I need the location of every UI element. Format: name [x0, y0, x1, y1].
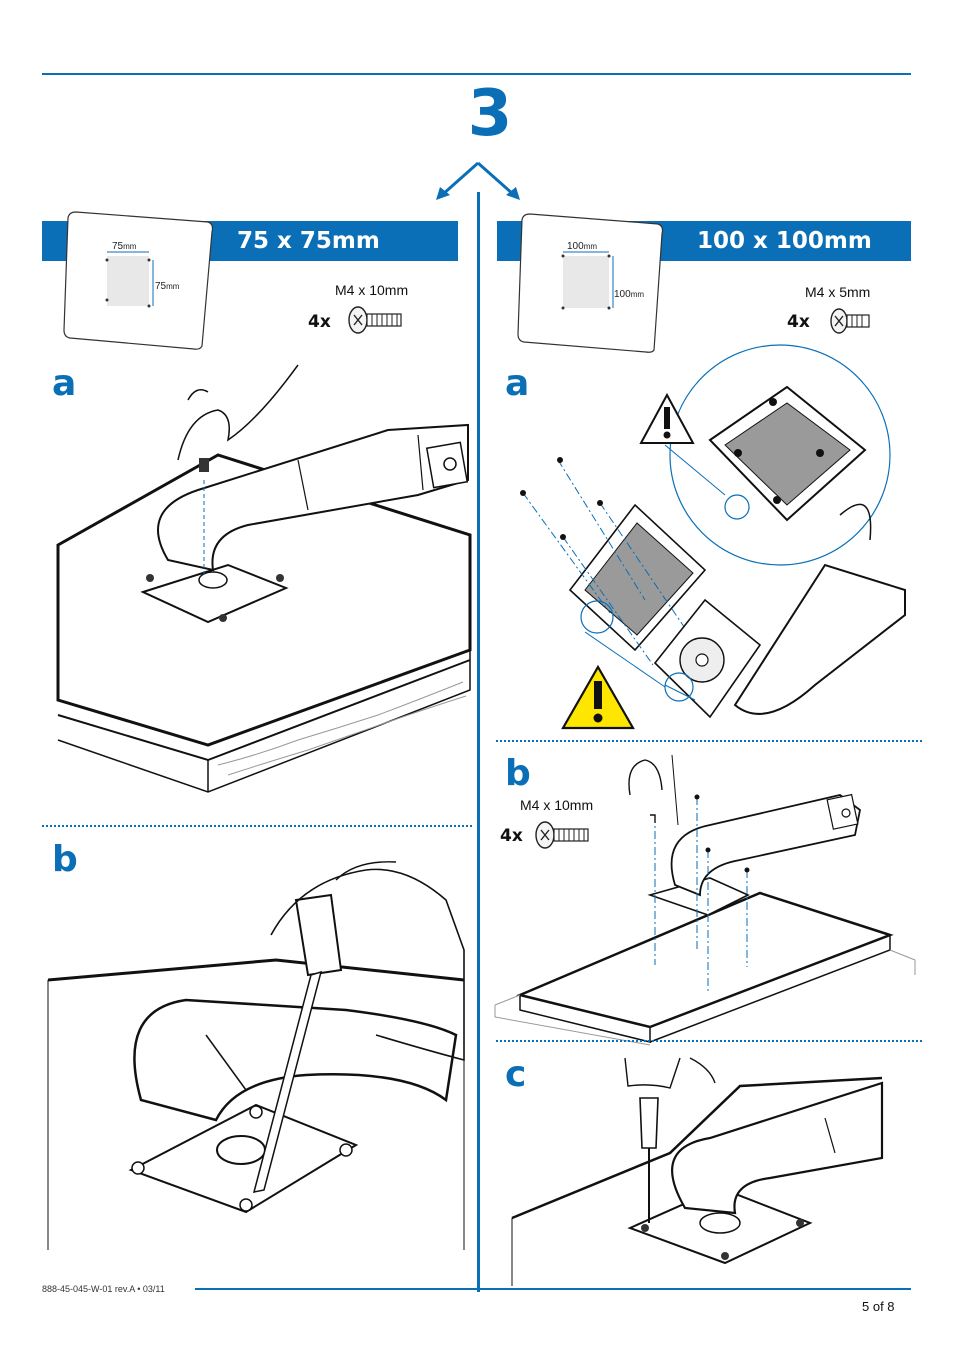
- right-section-separator-2: [496, 1040, 922, 1042]
- page-number: 5 of 8: [862, 1299, 895, 1314]
- illustration-right-a: [520, 344, 906, 730]
- illustration-right-c: [511, 1057, 884, 1286]
- dim-width-75: 75mm: [112, 241, 137, 252]
- center-divider: [477, 192, 480, 1292]
- screw-icon: [535, 821, 589, 849]
- right-b-screw-qty: 4x: [500, 826, 523, 846]
- split-arrow-icon: [436, 161, 520, 200]
- footer-doc-code: 888-45-045-W-01 rev.A • 03/11: [42, 1284, 165, 1294]
- screw-icon: [830, 308, 870, 334]
- monitor-back-75: [63, 211, 214, 350]
- illustration-right-b: [494, 754, 916, 1046]
- left-section-b: b: [52, 839, 78, 880]
- dim-height-75: 75mm: [155, 281, 180, 292]
- monitor-back-100: [517, 213, 664, 353]
- right-screw-qty: 4x: [787, 312, 810, 332]
- right-section-separator-1: [496, 740, 922, 742]
- right-section-c: c: [505, 1054, 527, 1095]
- left-screw-spec: M4 x 10mm: [335, 282, 409, 298]
- dim-height-100: 100mm: [614, 289, 645, 300]
- right-b-screw-spec: M4 x 10mm: [520, 797, 594, 813]
- right-title: 100 x 100mm: [697, 228, 872, 254]
- right-section-a: a: [505, 363, 530, 404]
- footer-rule: [195, 1288, 911, 1290]
- warning-icon: [639, 392, 695, 444]
- left-section-separator: [42, 825, 472, 827]
- step-number: 3: [467, 77, 513, 151]
- left-section-a: a: [52, 363, 77, 404]
- warning-icon: [561, 664, 635, 730]
- header-rule: [42, 73, 911, 75]
- illustration-left-a: [56, 364, 472, 793]
- left-screw-qty: 4x: [308, 312, 331, 332]
- right-screw-spec: M4 x 5mm: [805, 284, 871, 300]
- left-title: 75 x 75mm: [237, 228, 380, 254]
- dim-width-100: 100mm: [567, 241, 598, 252]
- illustration-left-b: [47, 861, 465, 1250]
- screw-icon: [348, 306, 402, 334]
- right-section-b: b: [505, 753, 531, 794]
